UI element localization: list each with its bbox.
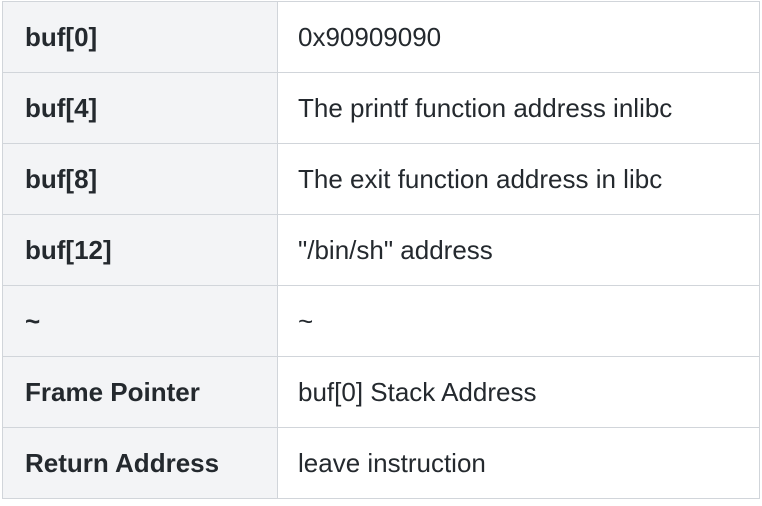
row-key: ~ — [2, 285, 278, 357]
row-key: buf[8] — [2, 143, 278, 215]
table-row: buf[4] The printf function address inlib… — [2, 72, 760, 144]
stack-layout-table: buf[0] 0x90909090 buf[4] The printf func… — [2, 1, 760, 499]
row-key: Frame Pointer — [2, 356, 278, 428]
row-key: buf[12] — [2, 214, 278, 286]
table-row: buf[12] "/bin/sh" address — [2, 214, 760, 286]
table-row: buf[8] The exit function address in libc — [2, 143, 760, 215]
table-row: Frame Pointer buf[0] Stack Address — [2, 356, 760, 428]
row-value: leave instruction — [277, 427, 760, 499]
row-value: buf[0] Stack Address — [277, 356, 760, 428]
row-value: 0x90909090 — [277, 1, 760, 73]
row-key: Return Address — [2, 427, 278, 499]
row-value: ~ — [277, 285, 760, 357]
row-value: The exit function address in libc — [277, 143, 760, 215]
row-key: buf[0] — [2, 1, 278, 73]
table-row: buf[0] 0x90909090 — [2, 1, 760, 73]
table-row: ~ ~ — [2, 285, 760, 357]
row-value: The printf function address inlibc — [277, 72, 760, 144]
table-row: Return Address leave instruction — [2, 427, 760, 499]
row-key: buf[4] — [2, 72, 278, 144]
row-value: "/bin/sh" address — [277, 214, 760, 286]
